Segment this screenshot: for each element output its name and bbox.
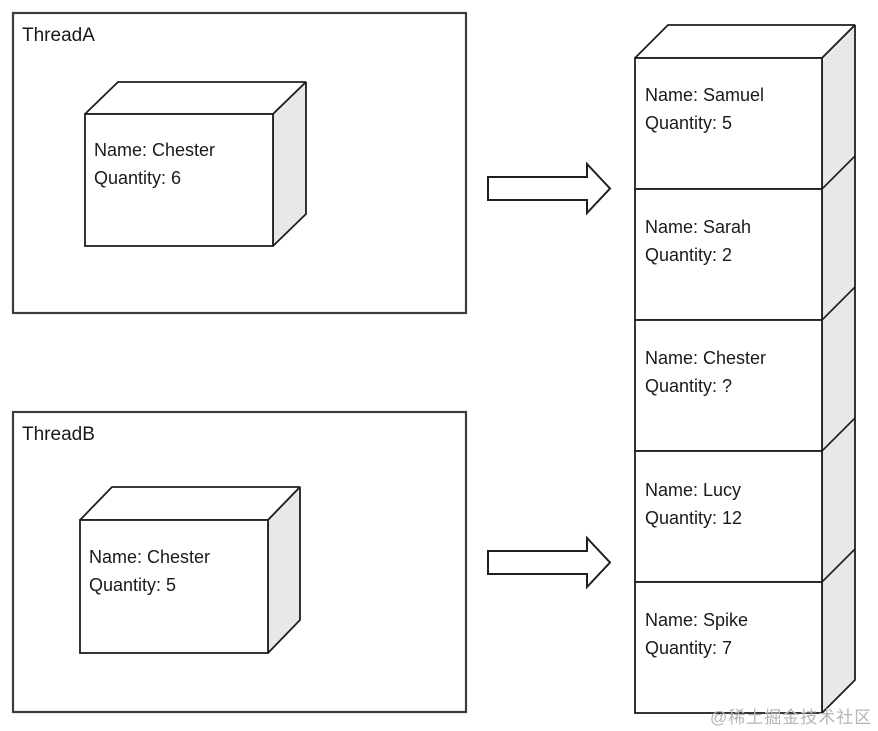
queue-item: Name: Chester Quantity: ? [634,319,823,452]
thread-a-item-box: Name: Chester Quantity: 6 [84,81,307,247]
queue-side-divider [821,155,856,190]
thread-b-box-lid [79,486,301,521]
thread-b-item-box: Name: Chester Quantity: 5 [79,486,301,654]
queue-item-name: Name: Sarah [645,217,751,237]
thread-b-box-quantity: Quantity: 5 [89,575,176,595]
thread-b-container: ThreadB Name: Chester Quantity: 5 [11,410,468,714]
queue-item: Name: Lucy Quantity: 12 [634,450,823,583]
thread-a-box-name: Name: Chester [94,140,215,160]
queue-side-divider [821,417,856,452]
queue-stack: Name: Samuel Quantity: 5 Name: Sarah Qua… [634,24,856,714]
queue-side-divider [821,548,856,583]
thread-b-label: ThreadB [22,424,95,445]
thread-b-box-name: Name: Chester [89,547,210,567]
queue-item-quantity: Quantity: ? [645,376,732,396]
queue-item-front [634,319,823,452]
queue-item-front [634,188,823,321]
queue-item-name: Name: Chester [645,348,766,368]
queue-item-name: Name: Lucy [645,480,741,500]
queue-item-quantity: Quantity: 5 [645,113,732,133]
queue-stack-side [821,24,856,714]
queue-item: Name: Samuel Quantity: 5 [634,57,823,190]
thread-a-label: ThreadA [22,25,95,46]
thread-b-box-front [79,519,269,654]
queue-item-front [634,450,823,583]
queue-item: Name: Sarah Quantity: 2 [634,188,823,321]
queue-item-front [634,57,823,190]
queue-item-name: Name: Samuel [645,85,764,105]
queue-item-name: Name: Spike [645,610,748,630]
watermark: @稀土掘金技术社区 [710,708,872,727]
queue-item-quantity: Quantity: 12 [645,508,742,528]
queue-item-quantity: Quantity: 7 [645,638,732,658]
queue-item-front [634,581,823,714]
right-block-arrow-icon [487,161,612,216]
right-block-arrow-icon [487,535,612,590]
queue-stack-lid [634,24,856,59]
thread-a-box-quantity: Quantity: 6 [94,168,181,188]
queue-side-divider [821,286,856,321]
queue-item-quantity: Quantity: 2 [645,245,732,265]
thread-a-box-front [84,113,274,247]
thread-a-box-lid [84,81,307,115]
thread-a-container: ThreadA Name: Chester Quantity: 6 [11,11,468,315]
queue-item: Name: Spike Quantity: 7 [634,581,823,714]
